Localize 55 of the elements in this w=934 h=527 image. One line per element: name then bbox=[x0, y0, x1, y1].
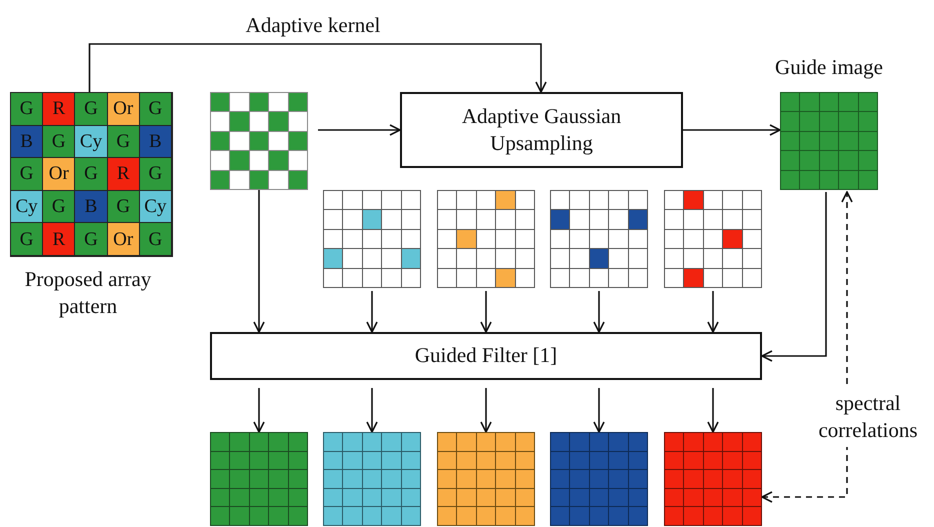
pixel-grid bbox=[780, 92, 878, 190]
filter-cell: G bbox=[140, 223, 172, 256]
arrow bbox=[593, 291, 605, 333]
arrow bbox=[761, 192, 827, 362]
arrow bbox=[366, 388, 378, 433]
node-label: Guide image bbox=[775, 54, 883, 81]
filter-cell: G bbox=[11, 223, 44, 256]
pixel-grid bbox=[664, 432, 762, 526]
filter-cell: G bbox=[43, 190, 76, 224]
pixel-grid bbox=[210, 92, 308, 190]
arrow bbox=[707, 388, 719, 433]
filter-cell: Or bbox=[108, 93, 140, 126]
pixel-grid bbox=[437, 190, 535, 288]
arrow bbox=[707, 291, 719, 333]
pixel-grid bbox=[323, 432, 421, 526]
filter-cell: Cy bbox=[75, 126, 108, 158]
process-box: Adaptive Gaussian Upsampling bbox=[400, 92, 683, 168]
arrow bbox=[88, 43, 547, 93]
process-box: Guided Filter [1] bbox=[210, 332, 762, 380]
pixel-grid bbox=[664, 190, 762, 288]
filter-cell: R bbox=[43, 93, 76, 126]
filter-cell: Or bbox=[108, 223, 140, 256]
arrow bbox=[593, 388, 605, 433]
arrow bbox=[683, 124, 781, 136]
filter-cell: R bbox=[43, 223, 76, 256]
filter-cell: G bbox=[140, 158, 172, 191]
arrow bbox=[253, 190, 265, 333]
filter-array-grid bbox=[10, 92, 173, 257]
filter-cell: G bbox=[75, 158, 108, 191]
filter-cell: G bbox=[11, 93, 44, 126]
arrow bbox=[480, 388, 492, 433]
filter-cell: Cy bbox=[11, 190, 44, 224]
filter-cell: Cy bbox=[140, 190, 172, 224]
filter-cell: G bbox=[75, 223, 108, 256]
pixel-grid bbox=[550, 190, 648, 288]
arrow bbox=[480, 291, 492, 333]
filter-cell: Or bbox=[43, 158, 76, 191]
arrow bbox=[318, 124, 401, 136]
filter-cell: B bbox=[75, 190, 108, 224]
filter-cell: G bbox=[11, 158, 44, 191]
filter-cell: G bbox=[75, 93, 108, 126]
pixel-grid bbox=[210, 432, 308, 526]
filter-cell: G bbox=[140, 93, 172, 126]
pixel-grid bbox=[550, 432, 648, 526]
node-label: Proposed array pattern bbox=[24, 266, 152, 320]
pixel-grid bbox=[437, 432, 535, 526]
filter-cell: G bbox=[43, 126, 76, 158]
filter-cell: G bbox=[108, 190, 140, 224]
arrow bbox=[366, 291, 378, 333]
arrow bbox=[253, 388, 265, 433]
filter-cell: B bbox=[140, 126, 172, 158]
filter-cell: R bbox=[108, 158, 140, 191]
pixel-grid bbox=[323, 190, 421, 288]
filter-cell: G bbox=[108, 126, 140, 158]
filter-cell: B bbox=[11, 126, 44, 158]
